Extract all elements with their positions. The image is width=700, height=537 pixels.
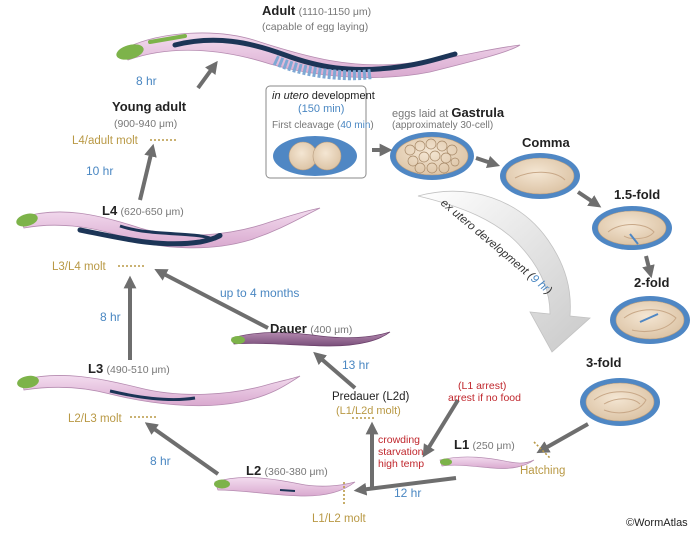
dauer-worm — [231, 331, 391, 347]
duration-l1-l2: 12 hr — [394, 486, 422, 500]
duration-l2-l3: 8 hr — [150, 454, 171, 468]
gastrula-embryo — [390, 132, 474, 180]
fold2-embryo — [610, 296, 690, 344]
l1-label: L1 (250 μm) — [454, 437, 515, 453]
molt-l1-l2: L1/L2 molt — [312, 513, 366, 525]
adult-note: (capable of egg laying) — [262, 21, 369, 33]
young-adult-label: Young adult — [112, 99, 187, 114]
fold3-embryo — [580, 378, 660, 426]
fold15-label: 1.5-fold — [614, 187, 661, 202]
in-utero-time: (150 min) — [298, 103, 345, 115]
fold3-label: 3-fold — [586, 355, 622, 370]
l3-worm — [17, 375, 301, 407]
in-utero-title: in utero development — [272, 90, 375, 102]
gastrula-label: eggs laid at Gastrula — [392, 105, 505, 121]
dauer-condition-2: starvation — [378, 446, 424, 458]
dauer-condition-3: high temp — [378, 458, 425, 470]
molt-l4-adult: L4/adult molt — [72, 135, 138, 147]
dauer-label: Dauer (400 μm) — [270, 321, 353, 337]
l1-arrest-title: (L1 arrest) — [458, 380, 507, 392]
arrow-l2-to-l3 — [144, 422, 220, 476]
l2-worm — [214, 477, 356, 497]
arrow-comma-to-fold15 — [576, 190, 602, 208]
comma-embryo — [500, 153, 580, 199]
two-cell-embryo — [273, 136, 357, 176]
arrow-gastrula-to-comma — [475, 155, 501, 169]
duration-ya-adult: 8 hr — [136, 74, 157, 88]
predauer-label: Predauer (L2d) — [332, 391, 410, 403]
arrow-dauer-to-l4 — [154, 269, 269, 330]
fold2-label: 2-fold — [634, 275, 670, 290]
molt-l2-l3: L2/L3 molt — [68, 413, 122, 425]
young-adult-size: (900-940 μm) — [114, 118, 178, 130]
arrow-l1-arrest — [422, 398, 460, 458]
gastrula-note: (approximately 30-cell) — [392, 120, 494, 131]
ex-utero-arrow — [417, 190, 591, 353]
arrow-fold15-to-fold2 — [642, 255, 655, 279]
dauer-condition-1: crowding — [378, 434, 421, 446]
predauer-molt: (L1/L2d molt) — [336, 405, 401, 417]
arrow-ya-to-adult — [196, 60, 218, 90]
l1-worm — [439, 456, 535, 469]
molt-hatching: Hatching — [520, 465, 566, 477]
first-cleavage-label: First cleavage (40 min) — [272, 120, 374, 131]
l2-label: L2 (360-380 μm) — [246, 463, 328, 479]
arrow-fold3-to-l1 — [536, 422, 589, 454]
l4-worm — [16, 207, 321, 249]
l3-label: L3 (490-510 μm) — [88, 361, 170, 377]
credit-label: ©WormAtlas — [626, 517, 688, 529]
duration-dauer-l4: up to 4 months — [220, 286, 300, 300]
fold15-embryo — [592, 206, 672, 250]
molt-l3-l4: L3/L4 molt — [52, 261, 106, 273]
duration-predauer-dauer: 13 hr — [342, 358, 370, 372]
l1-arrest-note: arrest if no food — [448, 392, 521, 404]
comma-label: Comma — [522, 135, 570, 150]
duration-l3-l4: 8 hr — [100, 310, 121, 324]
adult-label: Adult (1110-1150 μm) — [262, 3, 372, 19]
arrow-predauer-to-dauer — [313, 351, 357, 390]
adult-worm — [116, 32, 521, 81]
l4-label: L4 (620-650 μm) — [102, 203, 184, 219]
duration-l4-ya: 10 hr — [86, 164, 114, 178]
arrow-l1-to-l2 — [353, 476, 457, 496]
arrow-l4-to-ya — [138, 143, 157, 201]
